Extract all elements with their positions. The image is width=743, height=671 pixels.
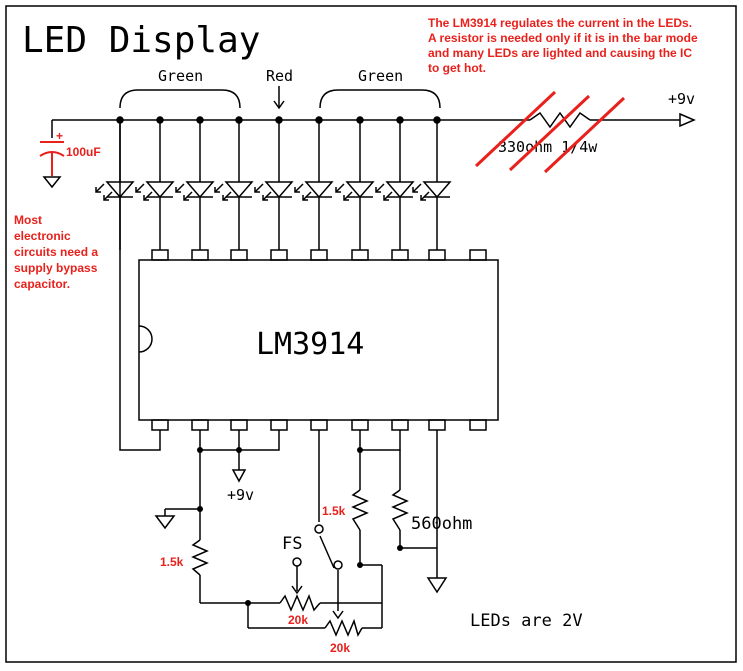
brace-right — [319, 89, 441, 109]
led-7 — [335, 116, 375, 250]
label-green-left: Green — [158, 67, 203, 85]
red-arrow — [273, 86, 285, 110]
led-6 — [294, 116, 334, 250]
label-pot-20k-a: 20k — [288, 613, 308, 627]
led-2 — [135, 116, 175, 250]
ground-right — [426, 577, 448, 594]
diagram-title: LED Display — [22, 20, 260, 61]
note-left-line-4: supply bypass — [14, 261, 98, 275]
resistor-1-5k-right — [351, 489, 369, 531]
ic-pin-top-2 — [191, 249, 209, 261]
note-top-right: The LM3914 regulates the current in the … — [428, 16, 701, 75]
fs-switch — [292, 524, 343, 570]
strike-lines — [474, 90, 626, 174]
note-top-line-3: and many LEDs are lighted and causing th… — [428, 46, 692, 60]
led-1 — [95, 116, 135, 250]
wiper-lower — [332, 610, 344, 620]
label-capacitor: 100uF — [66, 145, 101, 159]
note-top-line-2: A resistor is needed only if it is in th… — [428, 31, 698, 45]
resistor-330ohm — [529, 111, 591, 129]
ic-pin-top-4 — [270, 249, 288, 261]
top-rail-wire — [51, 119, 680, 138]
label-fs: FS — [282, 534, 302, 554]
resistor-560ohm — [391, 489, 409, 531]
junction-dots — [197, 447, 403, 606]
ic-pin-bottom-1 — [151, 419, 169, 431]
led-5 — [254, 116, 294, 250]
label-r-1-5k-left: 1.5k — [160, 555, 184, 569]
led-8 — [375, 116, 415, 250]
ic-label: LM3914 — [256, 327, 364, 362]
led-3 — [175, 116, 215, 250]
ic-pin-bottom-5 — [310, 419, 328, 431]
note-top-line-1: The LM3914 regulates the current in the … — [428, 16, 692, 30]
note-left-line-2: electronic — [14, 229, 71, 243]
brace-left — [119, 89, 241, 109]
ic-notch — [138, 325, 153, 353]
ic-pin-top-9 — [469, 249, 487, 261]
led-row — [95, 116, 452, 250]
cap-plus: + — [56, 129, 63, 143]
note-left: Most electronic circuits need a supply b… — [14, 213, 101, 291]
label-r-560: 560ohm — [411, 514, 472, 534]
supply-arrow-bottom — [231, 469, 247, 483]
pot-20k-upper — [279, 593, 321, 612]
ic-pin-bottom-9 — [469, 419, 487, 431]
led-9 — [412, 116, 452, 250]
led-4 — [214, 116, 254, 250]
resistor-1-5k-left — [191, 539, 209, 576]
ic-pin-top-1 — [151, 249, 169, 261]
ic-pin-bottom-3 — [230, 419, 248, 431]
ic-pin-bottom-8 — [428, 419, 446, 431]
label-red: Red — [266, 67, 293, 85]
label-supply-bottom: +9v — [227, 486, 254, 504]
label-led-note: LEDs are 2V — [470, 611, 583, 631]
label-pot-20k-b: 20k — [330, 641, 350, 655]
ground-capacitor — [42, 176, 62, 189]
label-supply-top: +9v — [668, 90, 695, 108]
ic-pin-bottom-6 — [351, 419, 369, 431]
ic-pin-top-8 — [428, 249, 446, 261]
label-resistor-330: 330ohm 1/4w — [498, 138, 598, 156]
note-top-line-4: to get hot. — [428, 61, 486, 75]
note-left-line-3: circuits need a — [14, 245, 98, 259]
note-left-line-1: Most — [14, 213, 42, 227]
label-green-right: Green — [358, 67, 403, 85]
ic-pin-bottom-7 — [391, 419, 409, 431]
ic-pin-top-7 — [391, 249, 409, 261]
ic-pin-bottom-2 — [191, 419, 209, 431]
capacitor-100uf — [39, 141, 65, 176]
ic-pin-top-5 — [310, 249, 328, 261]
pot-20k-lower — [324, 618, 363, 637]
label-r-1-5k-right: 1.5k — [322, 504, 346, 518]
lower-wiring — [119, 120, 438, 629]
wiper-upper — [291, 585, 303, 595]
ic-pin-top-6 — [351, 249, 369, 261]
frame-border — [5, 5, 737, 663]
ic-pin-bottom-4 — [270, 419, 288, 431]
ic-pin-top-3 — [230, 249, 248, 261]
note-left-line-5: capacitor. — [14, 277, 70, 291]
supply-arrow-top — [679, 112, 696, 128]
ground-left — [154, 515, 176, 530]
